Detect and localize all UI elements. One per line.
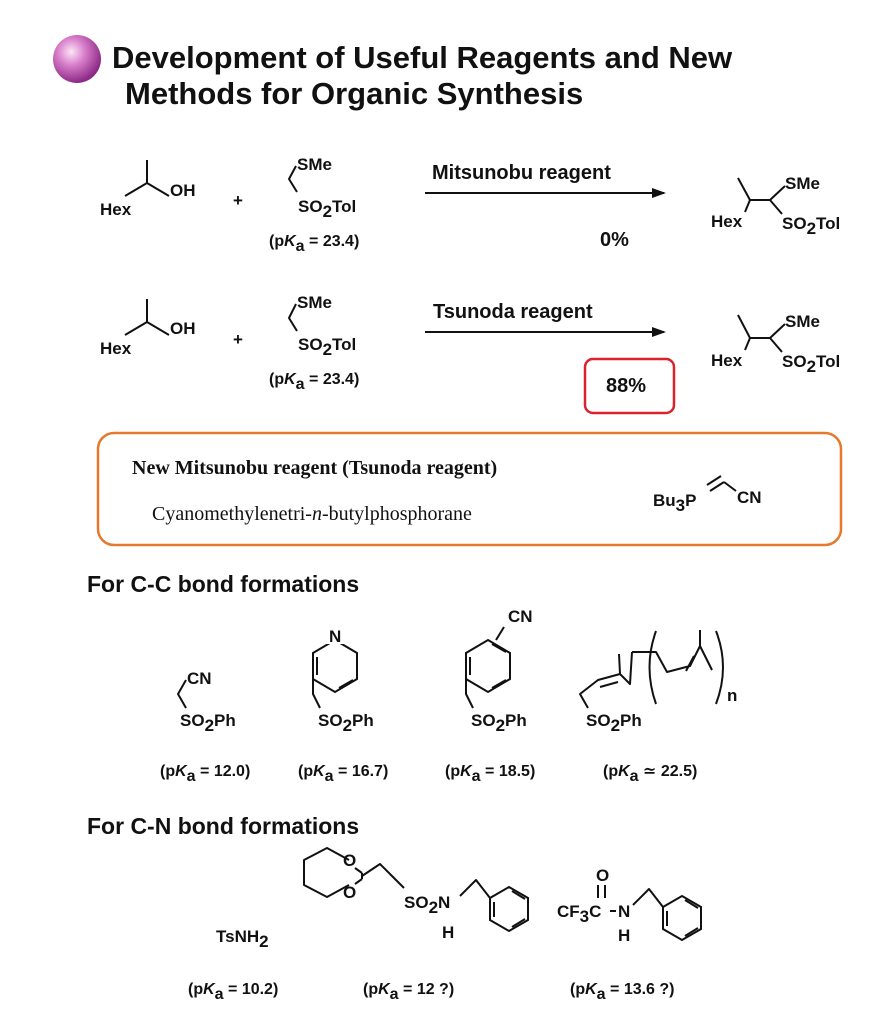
alcohol-structure: OH Hex bbox=[100, 299, 196, 358]
hexyl-label: Hex bbox=[100, 339, 132, 358]
plus-sign: + bbox=[233, 330, 243, 349]
benzene-ring bbox=[489, 885, 529, 933]
pka-label: (pKa = 16.7) bbox=[298, 763, 388, 785]
reaction-2: OH Hex + SMe SO2Tol (pKa = 23.4) Tsunoda… bbox=[100, 293, 840, 415]
reagent-info-box: New Mitsunobu reagent (Tsunoda reagent) … bbox=[96, 431, 843, 547]
dioxane-o2-label: O bbox=[343, 883, 356, 902]
reagent-chemical-name: Cyanomethylenetri-n-butylphosphorane bbox=[152, 503, 472, 525]
repeat-n-label: n bbox=[727, 686, 737, 705]
amide-n-label: N bbox=[618, 902, 630, 921]
sme-label: SMe bbox=[297, 293, 332, 312]
title-bullet-icon bbox=[53, 35, 101, 83]
reagent-box-heading: New Mitsunobu reagent (Tsunoda reagent) bbox=[132, 457, 497, 479]
sulfone-structure: SMe SO2Tol (pKa = 23.4) bbox=[269, 155, 359, 255]
nh-h-label: H bbox=[442, 923, 454, 942]
cc-compound-2: N SO2Ph (pKa = 16.7) bbox=[298, 624, 388, 785]
yield-label: 88% bbox=[606, 375, 646, 397]
page-title-line1: Development of Useful Reagents and New bbox=[112, 40, 733, 75]
so2ph-label: SO2Ph bbox=[471, 711, 527, 735]
formula-bu3p-label: Bu3P bbox=[653, 491, 696, 515]
so2tol-label: SO2Tol bbox=[298, 197, 356, 221]
formula-cn-label: CN bbox=[737, 488, 762, 507]
product-sme-label: SMe bbox=[785, 174, 820, 193]
carbonyl-o-label: O bbox=[596, 866, 609, 885]
pka-label: (pKa = 18.5) bbox=[445, 763, 535, 785]
cc-compound-3: CN SO2Ph (pKa = 18.5) bbox=[445, 607, 535, 785]
hydroxyl-label: OH bbox=[170, 319, 196, 338]
pka-label: (pKa ≃ 22.5) bbox=[603, 763, 697, 785]
sme-label: SMe bbox=[297, 155, 332, 174]
pka-label: (pKa = 13.6 ?) bbox=[570, 981, 675, 1003]
amide-h-label: H bbox=[618, 926, 630, 945]
reagent-formula: Bu3P CN bbox=[653, 475, 762, 515]
pka-label: (pKa = 12.0) bbox=[160, 763, 250, 785]
benzene-ring bbox=[465, 638, 511, 694]
sulfone-structure: SMe SO2Tol (pKa = 23.4) bbox=[269, 293, 359, 393]
product-structure: SMe Hex SO2Tol bbox=[711, 312, 840, 376]
cn-section-heading: For C-N bond formations bbox=[87, 813, 359, 839]
cn-label: CN bbox=[187, 669, 212, 688]
cf3c-label: CF3C bbox=[557, 902, 601, 926]
pyridine-n-label: N bbox=[329, 627, 341, 646]
pka-label: (pKa = 23.4) bbox=[269, 233, 359, 255]
cn-compound-2: O O SO2N H (pKa = 12 ?) bbox=[303, 847, 529, 1003]
yield-highlight-box bbox=[583, 357, 676, 415]
pka-label: (pKa = 12 ?) bbox=[363, 981, 454, 1003]
hexyl-label: Hex bbox=[100, 200, 132, 219]
pka-label: (pKa = 10.2) bbox=[188, 981, 278, 1003]
plus-sign: + bbox=[233, 191, 243, 210]
cn-compound-1: TsNH2 (pKa = 10.2) bbox=[188, 927, 278, 1003]
cn-label: CN bbox=[508, 607, 533, 626]
hydroxyl-label: OH bbox=[170, 181, 196, 200]
so2n-label: SO2N bbox=[404, 893, 450, 917]
dioxane-o1-label: O bbox=[343, 851, 356, 870]
cc-section-heading: For C-C bond formations bbox=[87, 571, 359, 597]
page-title-line2: Methods for Organic Synthesis bbox=[125, 76, 583, 111]
alcohol-structure: OH Hex bbox=[100, 160, 196, 219]
pka-label: (pKa = 23.4) bbox=[269, 371, 359, 393]
reagent-box-border bbox=[96, 431, 843, 547]
yield-label: 0% bbox=[600, 229, 629, 251]
product-sme-label: SMe bbox=[785, 312, 820, 331]
product-so2tol-label: SO2Tol bbox=[782, 352, 840, 376]
tsnh2-label: TsNH2 bbox=[216, 927, 269, 951]
product-structure: SMe Hex SO2Tol bbox=[711, 174, 840, 238]
reagent-label-tsunoda: Tsunoda reagent bbox=[433, 301, 593, 323]
so2ph-label: SO2Ph bbox=[586, 711, 642, 735]
reagent-label-mitsunobu: Mitsunobu reagent bbox=[432, 162, 611, 184]
product-hex-label: Hex bbox=[711, 351, 743, 370]
benzene-ring bbox=[662, 894, 702, 942]
product-so2tol-label: SO2Tol bbox=[782, 214, 840, 238]
pyridine-ring bbox=[312, 638, 358, 694]
so2tol-label: SO2Tol bbox=[298, 335, 356, 359]
cc-compound-1: CN SO2Ph (pKa = 12.0) bbox=[160, 669, 250, 785]
so2ph-label: SO2Ph bbox=[180, 711, 236, 735]
cc-compound-4: n SO2Ph (pKa ≃ 22.5) bbox=[579, 630, 737, 785]
product-hex-label: Hex bbox=[711, 212, 743, 231]
so2ph-label: SO2Ph bbox=[318, 711, 374, 735]
reaction-1: OH Hex + SMe SO2Tol (pKa = 23.4) Mitsuno… bbox=[100, 155, 840, 255]
cn-compound-3: O CF3C N H (pKa = 13.6 ?) bbox=[557, 866, 702, 1003]
